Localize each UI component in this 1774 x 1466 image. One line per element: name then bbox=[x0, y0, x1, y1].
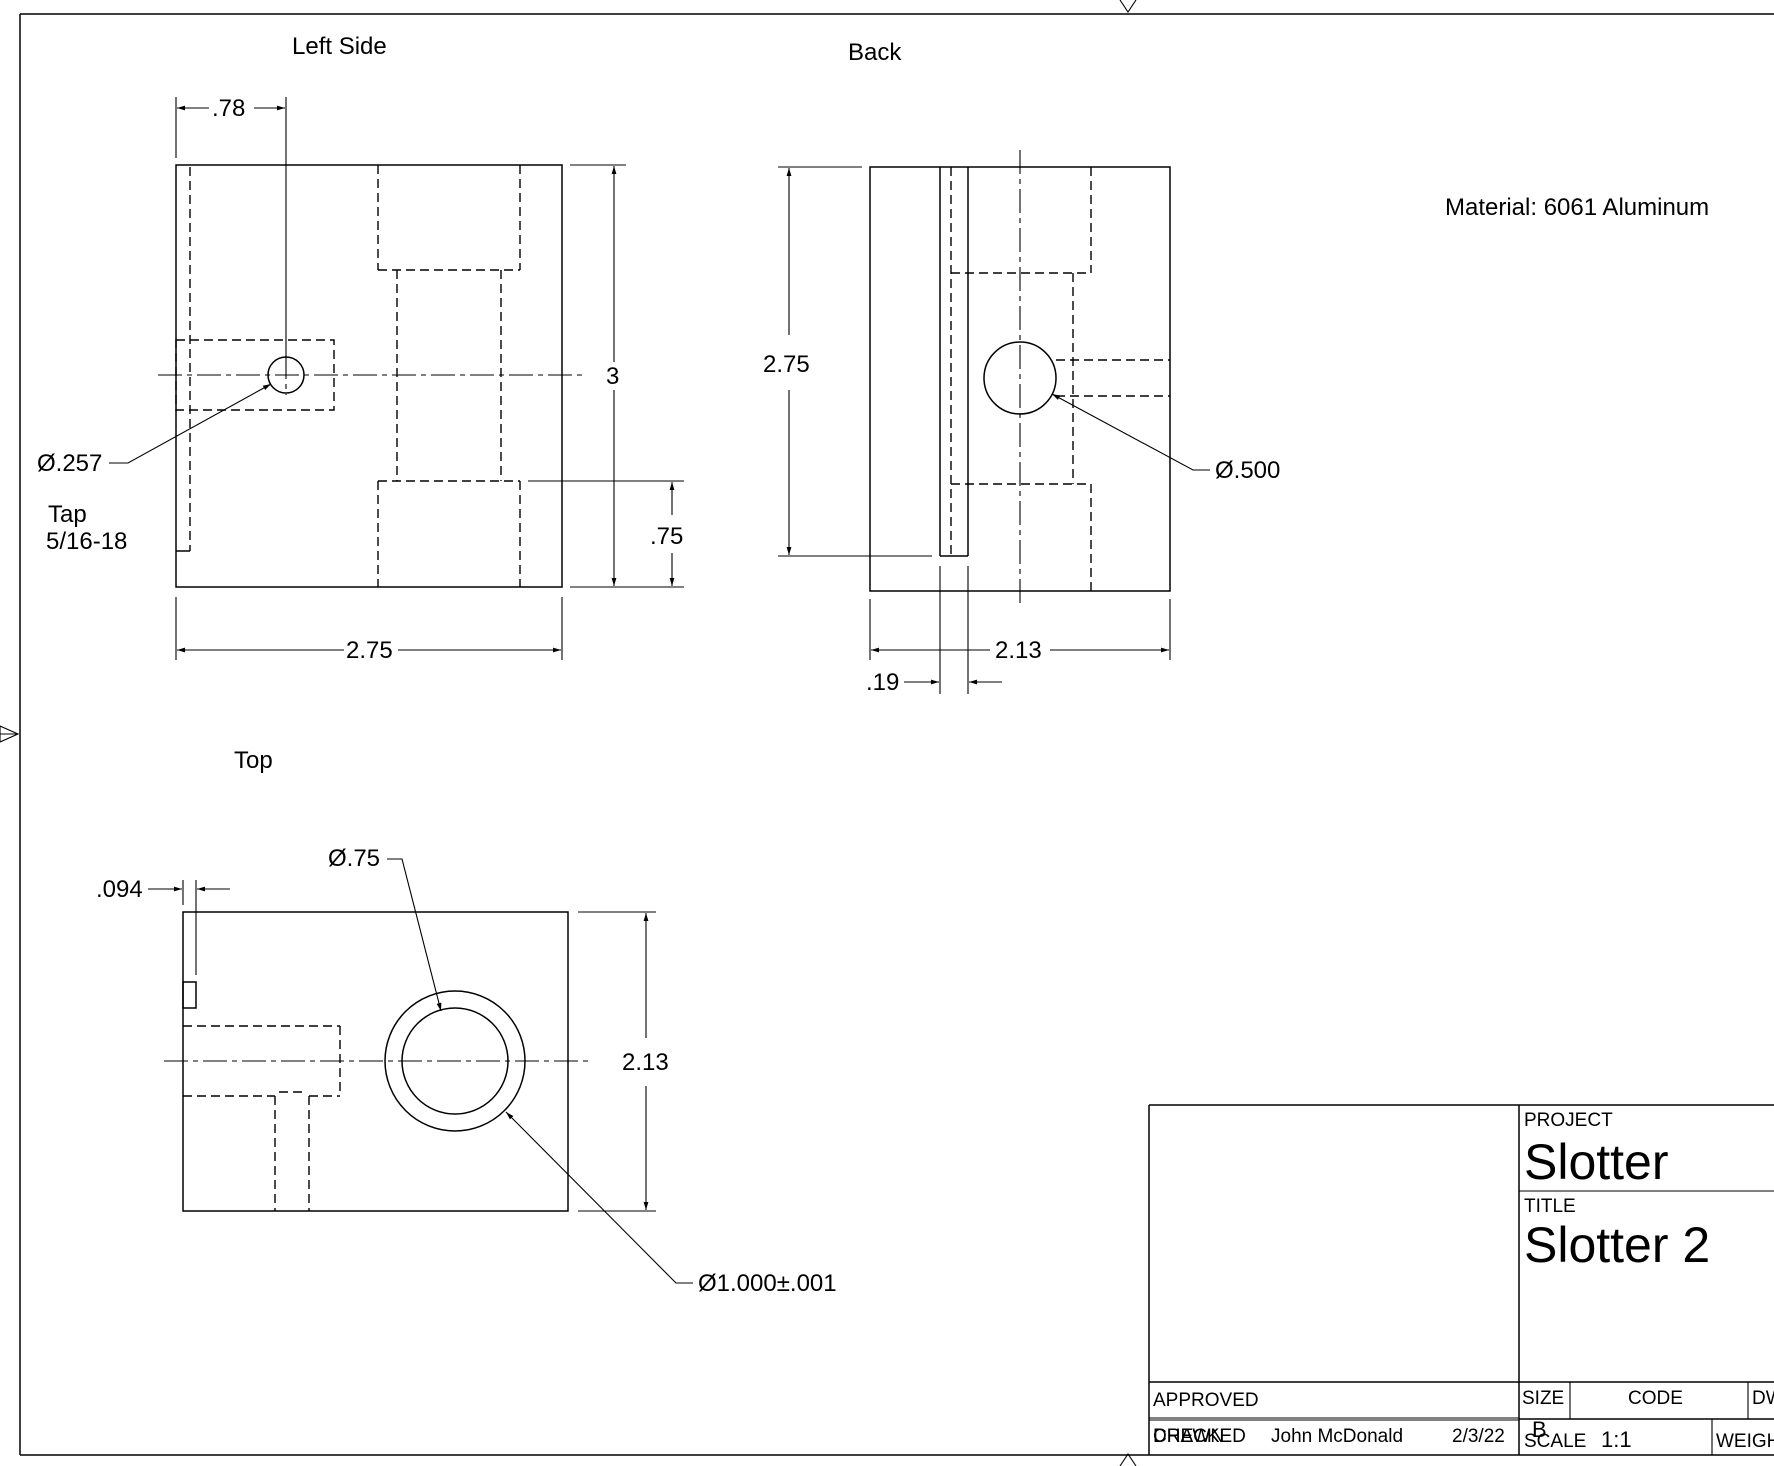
tap-spec: 5/16-18 bbox=[46, 528, 127, 555]
project-name: Slotter bbox=[1524, 1134, 1669, 1190]
scale-value: 1:1 bbox=[1601, 1427, 1632, 1452]
size-value: B bbox=[1532, 1417, 1547, 1442]
hole-callout: Ø.257 bbox=[37, 450, 102, 477]
drawn-by: John McDonald bbox=[1271, 1426, 1404, 1447]
left-side-view-title: Left Side bbox=[292, 33, 387, 60]
size-label: SIZE bbox=[1522, 1388, 1564, 1409]
material-note: Material: 6061 Aluminum bbox=[1445, 194, 1709, 221]
dim-hole-offset: .78 bbox=[212, 95, 245, 122]
back-view: Back 2.75 2.13 .19 bbox=[763, 39, 1280, 696]
back-hole-callout: Ø.500 bbox=[1215, 457, 1280, 484]
dim-back-width: 2.13 bbox=[995, 637, 1042, 664]
dim-wall: .094 bbox=[96, 876, 143, 903]
title-block: PROJECT Slotter TITLE Slotter 2 APPROVED… bbox=[1148, 1104, 1774, 1455]
dwg-label: DW bbox=[1752, 1388, 1774, 1409]
tap-label: Tap bbox=[48, 501, 87, 528]
dim-back-height: 2.75 bbox=[763, 351, 810, 378]
top-view: Top .094 2.13 Ø.75 Ø1.000±.001 bbox=[96, 747, 837, 1297]
drawn-row-labels: DRAWN John McDonald 2/3/22 bbox=[1149, 1426, 1519, 1450]
weight-label: WEIGH bbox=[1716, 1431, 1774, 1452]
dim-width: 2.75 bbox=[346, 637, 393, 664]
dim-height: 3 bbox=[606, 363, 619, 390]
code-label: CODE bbox=[1628, 1388, 1683, 1409]
back-view-title: Back bbox=[848, 39, 902, 66]
dim-bottom-pocket: .75 bbox=[650, 523, 683, 550]
counterbore-callout: Ø1.000±.001 bbox=[698, 1270, 837, 1297]
drawn-date: 2/3/22 bbox=[1452, 1426, 1505, 1447]
drawn-label-text: DRAWN bbox=[1153, 1426, 1225, 1447]
checked-label: CHECKED bbox=[1153, 1426, 1246, 1447]
scale-label: SCALE bbox=[1524, 1431, 1586, 1452]
project-label: PROJECT bbox=[1524, 1110, 1613, 1131]
dim-slot: .19 bbox=[866, 669, 899, 696]
bore-callout: Ø.75 bbox=[328, 845, 380, 872]
top-view-title: Top bbox=[234, 747, 273, 774]
title-label: TITLE bbox=[1524, 1196, 1576, 1217]
approved-label: APPROVED bbox=[1153, 1390, 1259, 1411]
drawing-title: Slotter 2 bbox=[1524, 1217, 1710, 1273]
left-side-view: Left Side .78 3 .75 bbox=[37, 33, 684, 664]
dim-depth: 2.13 bbox=[622, 1049, 669, 1076]
